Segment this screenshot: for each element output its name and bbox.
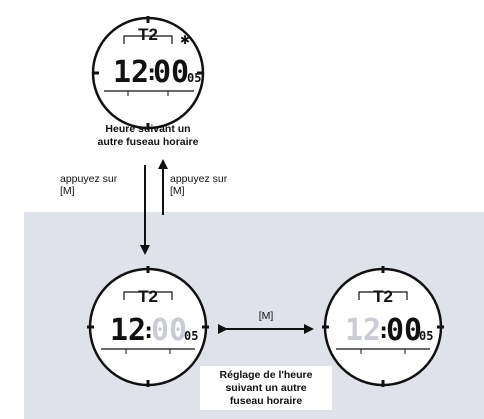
caption-bottom-line2: suivant un autre — [225, 382, 306, 394]
tick-6 — [381, 380, 385, 387]
tick-3 — [197, 71, 204, 75]
caption-top-line1: Heure suivant un — [105, 123, 190, 135]
mode-bracket — [123, 291, 173, 300]
tick-12 — [381, 266, 385, 273]
minute-digits: 00 — [386, 313, 422, 348]
hour-digits: 12 — [110, 313, 146, 348]
arrow-up-label-line1: appuyez sur — [170, 173, 228, 185]
tick-6 — [146, 123, 150, 130]
arrow-up-label-line2: [M] — [170, 185, 185, 197]
watch-right: T2 12 : 00 05 — [322, 266, 444, 387]
bottom-caption: Réglage de l'heure suivant un autre fuse… — [200, 366, 332, 410]
tick-6 — [146, 380, 150, 387]
mode-arrows: appuyez sur [M] appuyez sur [M] — [60, 159, 228, 255]
tick-3 — [437, 325, 444, 329]
colon: : — [377, 319, 390, 344]
mode-bracket — [123, 35, 173, 44]
mode-indicator: T2 — [138, 25, 158, 44]
tick-3 — [202, 325, 209, 329]
watch-top: T2 ✱ 12 : 00 05 Heure suivant un autre f… — [91, 16, 205, 148]
star-icon: ✱ — [180, 33, 190, 47]
colon: : — [145, 61, 158, 86]
mode-bracket — [358, 291, 408, 300]
caption-top-line2: autre fuseau horaire — [98, 136, 199, 148]
seconds-digits: 05 — [187, 71, 201, 85]
mode-indicator: T2 — [138, 287, 158, 306]
toggle-arrow: [M] — [218, 310, 314, 334]
mode-indicator: T2 — [373, 287, 393, 306]
caption-bottom-line1: Réglage de l'heure — [220, 369, 313, 381]
arrow-down-label-line1: appuyez sur — [60, 173, 118, 185]
tick-12 — [146, 266, 150, 273]
watch-left: T2 12 : 00 05 — [87, 266, 209, 387]
colon: : — [142, 319, 155, 344]
tick-12 — [146, 16, 150, 23]
caption-backdrop — [200, 366, 332, 410]
seconds-digits: 05 — [184, 329, 198, 343]
seconds-digits: 05 — [419, 329, 433, 343]
minute-digits: 00 — [153, 55, 189, 90]
hour-digits: 12 — [113, 55, 149, 90]
hour-digits-blinking: 12 — [345, 313, 381, 348]
tick-9 — [322, 325, 329, 329]
minute-digits-blinking: 00 — [151, 313, 187, 348]
tick-9 — [87, 325, 94, 329]
arrow-down-label-line2: [M] — [60, 185, 75, 197]
toggle-label: [M] — [259, 310, 274, 322]
tick-9 — [92, 71, 99, 75]
caption-bottom-line3: fuseau horaire — [230, 395, 303, 407]
